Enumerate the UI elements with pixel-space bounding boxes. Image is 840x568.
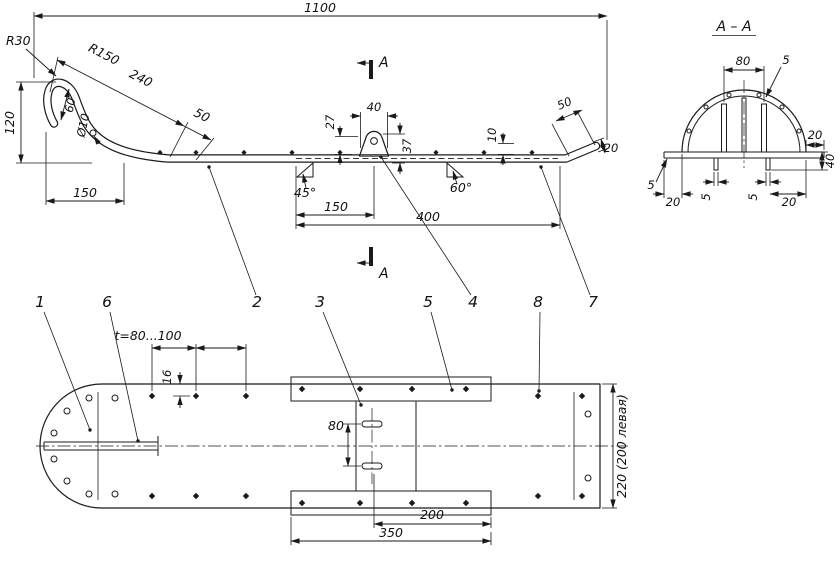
side-dimension-lines (18, 13, 608, 228)
section-mark-bottom-label: A (378, 266, 389, 282)
section-dim-5-left-label: 5 (647, 178, 654, 192)
dim-37-label: 37 (400, 138, 414, 153)
angle-60-label: 60° (450, 180, 472, 195)
dim-27-label: 27 (323, 114, 337, 129)
angle-45-label: 45° (294, 185, 316, 200)
dim-dia10-label: Ø10 (74, 112, 93, 139)
part-label-5: 5 (423, 293, 433, 311)
plan-outline (39, 383, 601, 509)
section-dim-5-tab-left-label: 5 (699, 193, 713, 200)
plan-dimension-lines (151, 345, 616, 544)
part-label-8: 8 (533, 293, 543, 311)
part-label-2: 2 (252, 293, 262, 311)
plan-dim-width-label: 220 (200 левая) (614, 394, 629, 498)
section-dimension-lines (653, 66, 825, 197)
plan-band-bottom (290, 490, 492, 516)
dim-10-label: 10 (485, 128, 499, 143)
section-dim-5-rib-label: 5 (782, 53, 789, 67)
section-dim-80-label: 80 (736, 54, 751, 68)
dim-120-label: 120 (2, 111, 17, 135)
plan-h-plate (355, 401, 417, 491)
plan-dim-350-label: 350 (379, 525, 403, 540)
section-dim-40-label: 40 (823, 154, 837, 169)
dim-50-slope-label: 50 (192, 105, 213, 126)
part-label-1: 1 (35, 293, 45, 311)
plan-band-top (290, 376, 492, 402)
dim-1100-label: 1100 (304, 0, 336, 15)
part-label-7: 7 (588, 293, 598, 311)
section-cut-marks (356, 60, 373, 266)
dim-150-plate-label: 150 (324, 199, 348, 214)
dim-150-tip-label: 150 (73, 185, 97, 200)
plan-view: 1 6 2 3 5 4 8 7 t=80...100 16 80 200 350… (35, 155, 629, 545)
section-bottom-tabs (713, 158, 771, 171)
section-title: A – A (715, 19, 751, 35)
section-dim-20-left-label: 20 (666, 195, 681, 209)
part-label-6: 6 (102, 293, 112, 311)
section-dim-20-right-label: 20 (808, 128, 823, 142)
dim-60-label: 60 (62, 97, 79, 114)
section-ribs (721, 97, 767, 152)
side-rivet-marks (157, 149, 535, 156)
plan-holes (50, 394, 592, 498)
dim-50-tail-label: 50 (555, 94, 574, 113)
plan-dim-200-label: 200 (420, 507, 444, 522)
side-view: 1100 R30 R150 240 50 60 Ø10 120 150 27 4… (2, 0, 618, 282)
section-rivet-holes (686, 92, 802, 134)
part-label-3: 3 (315, 293, 325, 311)
section-mark-top-label: A (378, 55, 389, 71)
part-label-4: 4 (468, 293, 478, 311)
plan-dim-pitch-label: t=80...100 (114, 328, 181, 343)
plan-extension-lines (151, 344, 617, 545)
dim-40-label: 40 (367, 100, 382, 114)
dim-r30-label: R30 (6, 33, 31, 48)
part-leaders (43, 155, 591, 443)
plan-dim-80-label: 80 (328, 418, 344, 433)
bracket-hole (370, 137, 378, 145)
section-dim-20-bottom-label: 20 (782, 195, 797, 209)
dim-20-tail-label: 20 (604, 141, 619, 155)
tip-hole (89, 129, 97, 137)
section-dim-5-tab-right-label: 5 (746, 193, 760, 200)
section-view: A – A (647, 19, 837, 209)
plan-rivets (148, 385, 586, 507)
plan-dim-16-label: 16 (160, 370, 174, 385)
